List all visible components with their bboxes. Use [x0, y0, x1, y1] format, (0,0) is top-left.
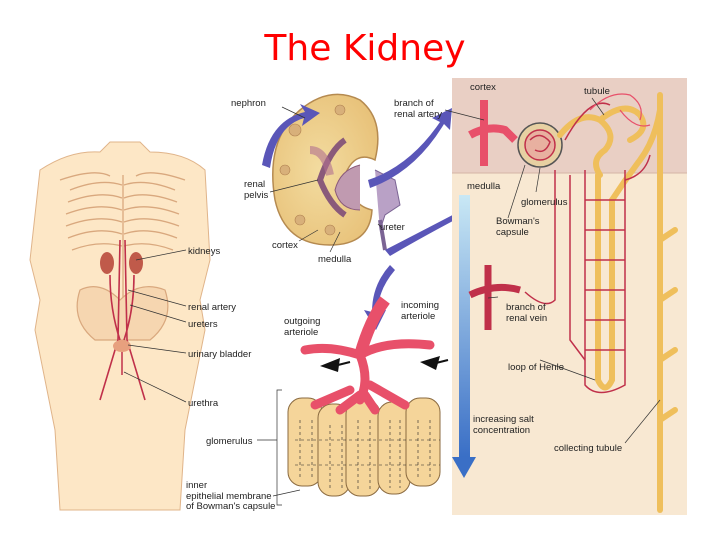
- label-tubule: tubule: [584, 86, 610, 97]
- label-increasing-salt: increasing salt concentration: [473, 414, 534, 436]
- label-medulla-right: medulla: [467, 181, 501, 192]
- label-cortex-kidney: cortex: [272, 240, 298, 251]
- page-title: The Kidney: [264, 28, 466, 69]
- label-branch-renal-vein: branch of renal vein: [506, 302, 548, 324]
- label-renal-pelvis: renal pelvis: [244, 179, 269, 201]
- label-collecting-tubule: collecting tubule: [554, 443, 623, 454]
- label-urethra: urethra: [188, 398, 219, 409]
- label-cortex-right: cortex: [470, 82, 496, 93]
- label-medulla-kidney: medulla: [318, 254, 352, 265]
- glomerulus-closeup: [287, 296, 449, 497]
- label-loop-of-henle: loop of Henle: [508, 362, 564, 373]
- label-bowmans-capsule: Bowman's capsule: [496, 216, 540, 238]
- label-outgoing-arteriole: outgoing arteriole: [284, 316, 321, 338]
- label-glomerulus-left: glomerulus: [206, 436, 253, 447]
- kidney-cross-section: [272, 93, 401, 251]
- label-nephron: nephron: [231, 98, 266, 109]
- label-kidneys: kidneys: [188, 246, 221, 257]
- label-inner-epithelial: inner epithelial membrane of Bowman's ca…: [186, 480, 276, 512]
- label-branch-renal-artery: branch of renal artery: [394, 98, 443, 120]
- label-urinary-bladder: urinary bladder: [188, 349, 252, 360]
- nephron-panel: [452, 78, 687, 515]
- label-glomerulus-right: glomerulus: [521, 197, 568, 208]
- label-renal-artery: renal artery: [188, 302, 237, 313]
- label-ureters: ureters: [188, 319, 218, 330]
- label-ureter: ureter: [380, 222, 405, 233]
- human-body-illustration: [29, 141, 211, 511]
- label-incoming-arteriole: incoming arteriole: [401, 300, 440, 322]
